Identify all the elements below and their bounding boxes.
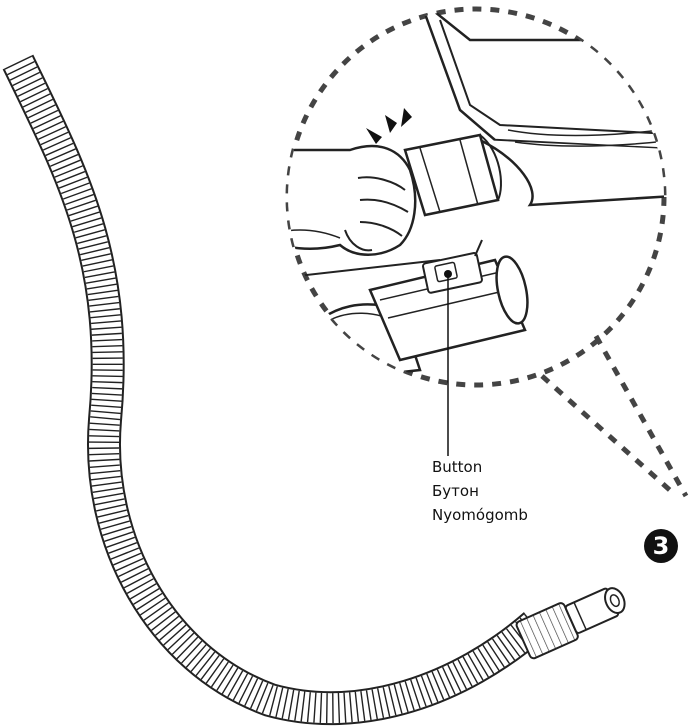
- button-label-hungarian: Nyomógomb: [432, 506, 528, 524]
- button-label-bulgarian: Бутон: [432, 482, 479, 500]
- click-marks: [366, 108, 412, 144]
- appliance-body: [417, 9, 664, 207]
- step-number-badge: 3: [644, 529, 678, 563]
- corrugated-hose: [2, 54, 547, 726]
- hose-end-connector: [515, 587, 626, 660]
- hand-grip: [288, 144, 417, 256]
- release-connector: [368, 239, 529, 362]
- inlet-socket: [403, 133, 502, 217]
- button-label-english: Button: [432, 458, 483, 476]
- zoom-callout: [285, 6, 689, 498]
